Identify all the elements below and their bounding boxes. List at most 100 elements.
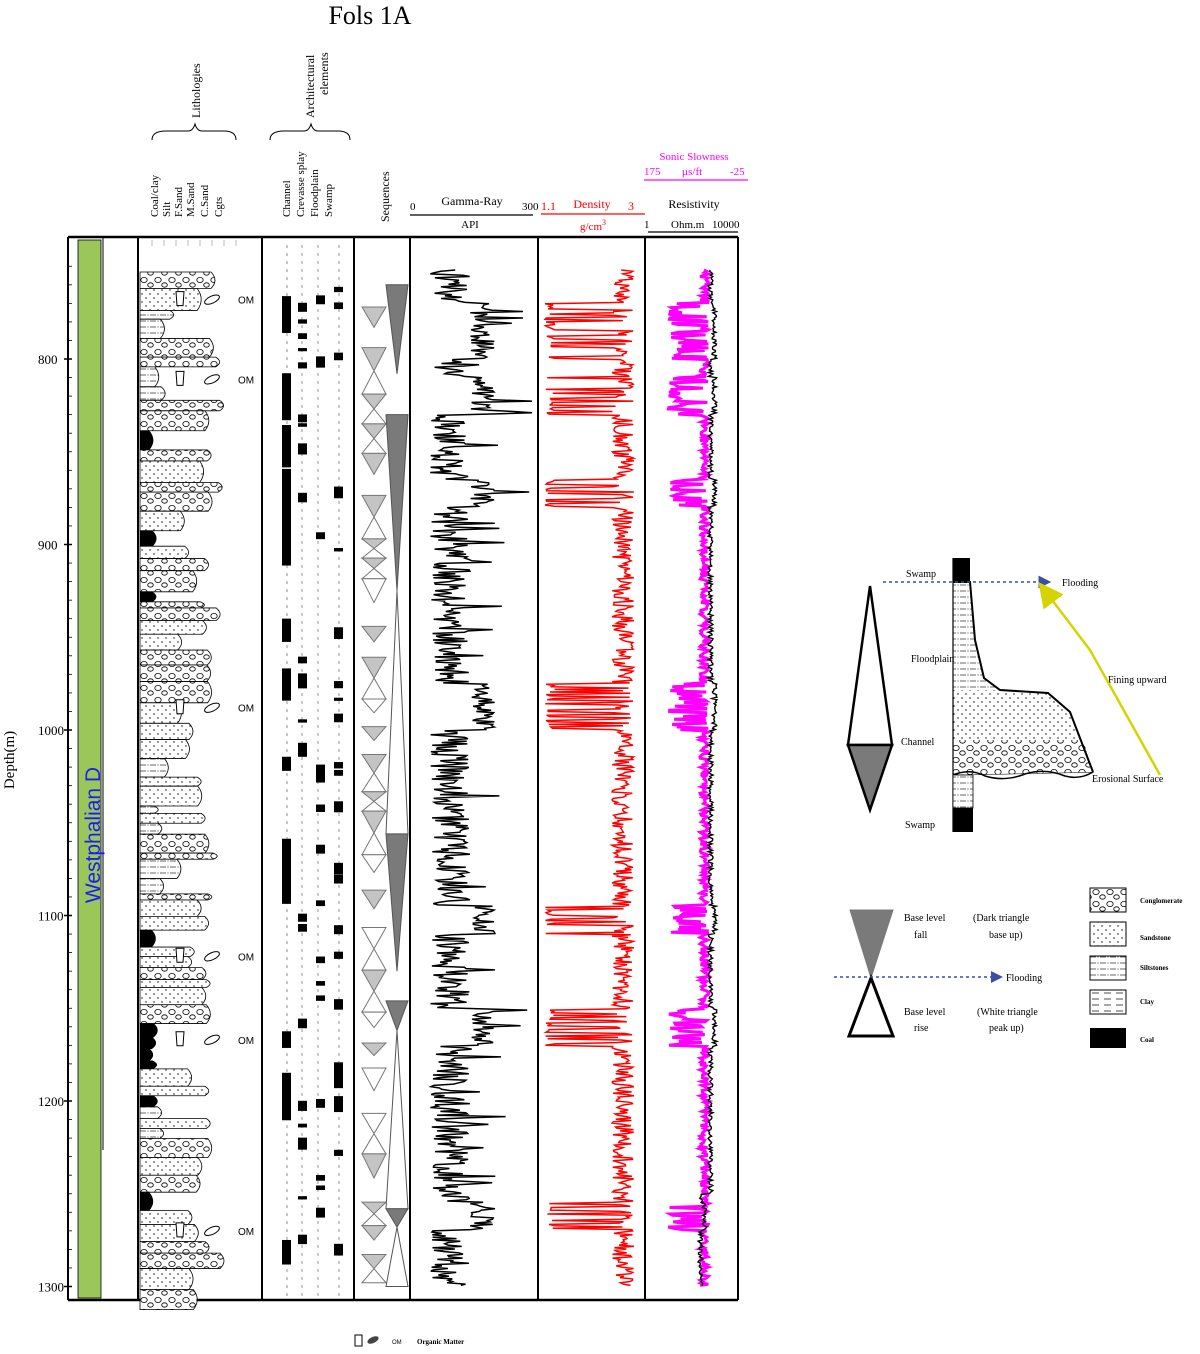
lithology-title: Lithologies: [189, 63, 203, 118]
lithology-bed: [139, 601, 205, 609]
fall-note1: (Dark triangle: [973, 913, 1030, 924]
lithology-bed: [139, 356, 221, 368]
architecture-title-2: elements: [317, 52, 331, 95]
architectural-element-block: [282, 668, 291, 701]
lithology-bed: [139, 833, 210, 854]
rise-triangle: [361, 369, 387, 395]
lithology-bed: [139, 956, 193, 969]
gamma-header: Gamma-Ray 0 300 API: [410, 194, 539, 231]
stump-icon: [175, 947, 185, 963]
architectural-element-block: [298, 923, 307, 932]
lithology-column-label: F.Sand: [173, 187, 185, 217]
architectural-elements-log: [282, 245, 343, 1298]
long-rise-triangle: [385, 590, 409, 835]
architectural-element-block: [316, 956, 325, 964]
architectural-element-block: [298, 362, 307, 369]
architectural-element-block: [282, 1031, 291, 1048]
footer-legend: OM Organic Matter: [354, 1334, 464, 1347]
architectural-element-block: [316, 1207, 325, 1218]
lithology-bed: [139, 607, 221, 621]
lithology-bed: [139, 858, 182, 879]
om-label: OM: [238, 704, 254, 715]
fining-upward-model: Swamp Flooding Floodplain Channel Erosio…: [846, 558, 1167, 832]
sequences-log: [360, 284, 409, 1287]
model-flooding: Flooding: [1062, 578, 1098, 589]
lithology-bed: [139, 899, 202, 917]
fall-triangle: [361, 494, 387, 519]
fall-triangle: [361, 1067, 387, 1092]
lithology-bed: [139, 739, 190, 759]
fall-triangle: [360, 538, 388, 550]
lithology-bed: [139, 271, 216, 289]
sonic-name: Sonic Slowness: [659, 151, 728, 163]
density-curve: [543, 269, 637, 1287]
lithology-bed: [139, 1004, 211, 1024]
long-fall-triangle: [385, 284, 409, 374]
footer-om: OM: [392, 1340, 402, 1346]
om-label: OM: [238, 1227, 254, 1238]
lithology-bed: [139, 822, 163, 835]
rise-triangle: [361, 947, 387, 971]
fall-triangle: [361, 889, 387, 910]
lithology-bed: [139, 1174, 201, 1193]
fall-triangle: [360, 1201, 388, 1215]
architectural-element-block: [334, 1096, 343, 1104]
gamma-max: 300: [522, 201, 539, 213]
resistivity-max: 10000: [712, 219, 740, 231]
architectural-element-block: [282, 1072, 291, 1092]
lithology-bed: [139, 510, 185, 532]
density-max: 3: [628, 199, 634, 213]
lithology-bed: [139, 1068, 193, 1087]
leaf-icon: [367, 1336, 379, 1344]
architectural-element-block: [334, 302, 343, 310]
architectural-element-block: [282, 838, 291, 877]
architectural-element-block: [334, 951, 343, 959]
architectural-element-block: [282, 407, 291, 421]
lithology-bed: [139, 812, 206, 824]
architectural-element-block: [298, 746, 307, 757]
architectural-element-block: [316, 981, 325, 986]
lithology-bed: [139, 1095, 158, 1108]
lithology-bed: [139, 1138, 213, 1159]
lithology-bed: [139, 915, 209, 931]
rise-triangle: [361, 677, 387, 700]
rise-triangle: [361, 772, 387, 793]
architectural-element-block: [298, 1019, 307, 1029]
architectural-element-block: [282, 373, 291, 416]
gamma-unit: API: [461, 219, 479, 231]
architectural-element-block: [298, 1140, 307, 1150]
rise-triangle: [360, 547, 388, 559]
legend-clay: Clay: [1140, 998, 1155, 1006]
fall-triangle: [361, 347, 387, 372]
density-min: 1.1: [541, 199, 556, 213]
architectural-element-block: [334, 286, 343, 293]
architectural-element-block: [282, 756, 291, 771]
lithology-bed: [139, 482, 223, 493]
lithology-bed: [139, 722, 194, 740]
lithology-bed: [139, 620, 207, 635]
om-label: OM: [238, 952, 254, 963]
lithology-bed: [139, 410, 210, 432]
figure-title: Fols 1A: [328, 1, 411, 30]
density-unit: g/cm3: [580, 218, 606, 233]
fall-triangle: [361, 1153, 387, 1180]
architectural-element-block: [334, 925, 343, 935]
architectural-element-block: [298, 1123, 307, 1128]
fall-line1: Base level: [904, 913, 946, 924]
resistivity-curve: [696, 269, 720, 1286]
rise-triangle: [361, 990, 387, 1013]
fall-triangle: [360, 726, 388, 742]
gamma-name: Gamma-Ray: [441, 194, 502, 208]
architectural-element-block: [334, 1062, 343, 1070]
architectural-element-block: [298, 1018, 307, 1023]
fall-triangle: [361, 969, 387, 993]
architectural-element-block: [316, 1098, 325, 1108]
legend-sandstone: Sandstone: [1140, 934, 1171, 942]
resistivity-header: Resistivity 1 Ohm.m 10000: [644, 197, 740, 233]
gamma-min: 0: [410, 201, 416, 213]
architectural-element-block: [334, 862, 343, 875]
architectural-element-block: [298, 319, 307, 324]
lithology-bed: [139, 987, 207, 1006]
legend-coal: Coal: [1140, 1036, 1154, 1044]
